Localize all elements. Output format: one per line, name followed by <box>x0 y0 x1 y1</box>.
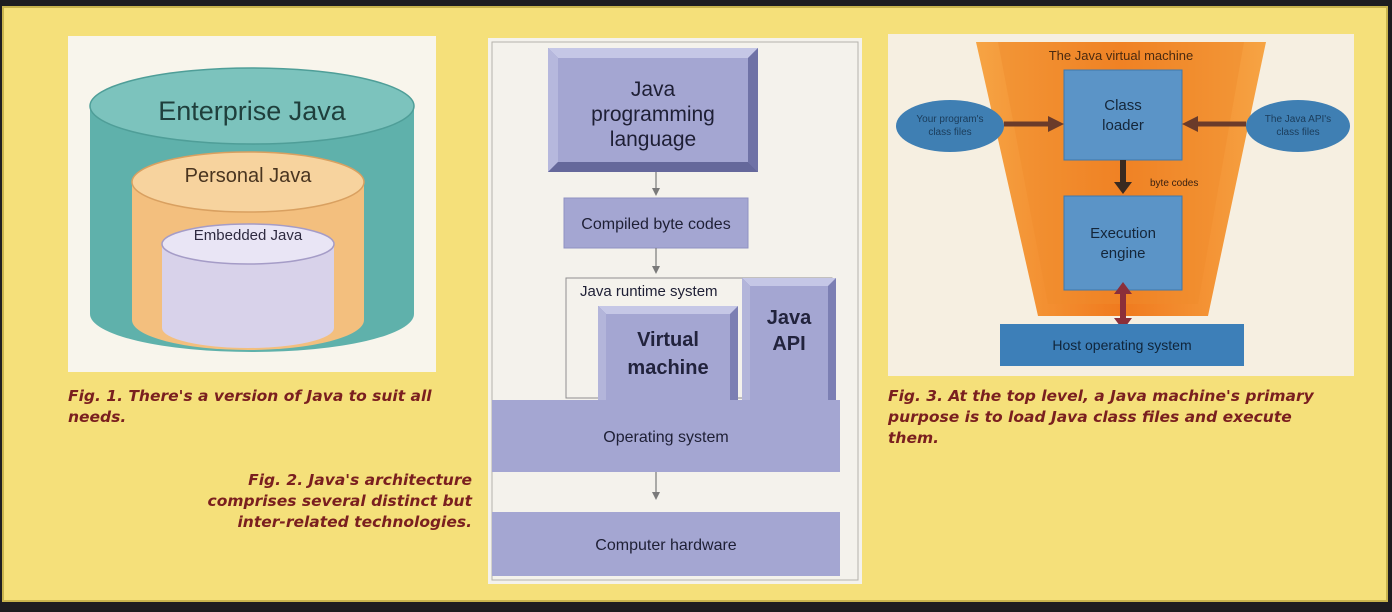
host-arrow-up <box>1114 282 1132 294</box>
jvm-title: The Java virtual machine <box>1049 48 1194 63</box>
class-loader-line-1: Class <box>1104 97 1142 114</box>
language-line-2: programming <box>591 103 715 126</box>
left-oval <box>896 100 1004 152</box>
fig3-jvm-diagram: The Java virtual machine Class loader Yo… <box>888 34 1354 376</box>
figure-panel: Enterprise Java Personal Java Embedded J… <box>2 6 1388 602</box>
os-box <box>492 400 840 472</box>
arrow-3-head <box>652 492 660 500</box>
middle-cylinder-top <box>131 151 365 213</box>
language-line-3: language <box>610 128 696 151</box>
right-oval-line-1: The Java API's <box>1265 114 1331 125</box>
fig3-caption: Fig. 3. At the top level, a Java machine… <box>888 387 1314 447</box>
fig1-svg: Enterprise Java Personal Java Embedded J… <box>89 67 415 352</box>
vm-line-2: machine <box>627 357 708 379</box>
bytecodes-label: Compiled byte codes <box>581 216 730 233</box>
host-os-label: Host operating system <box>1052 337 1191 353</box>
fig3-svg: The Java virtual machine Class loader Yo… <box>896 42 1350 366</box>
engine-line-1: Execution <box>1090 225 1156 242</box>
left-oval-line-2: class files <box>928 127 971 138</box>
inner-label: Embedded Java <box>194 227 303 244</box>
left-arrow-head <box>1048 116 1064 132</box>
fig2-frame <box>491 41 859 581</box>
os-label: Operating system <box>603 429 728 446</box>
execution-engine-box <box>1063 195 1183 291</box>
inner-cylinder-body <box>162 244 334 348</box>
java-language-box: Java programming language <box>548 48 758 172</box>
fig1-caption: Fig. 1. There's a version of Java to sui… <box>68 387 432 426</box>
hardware-label: Computer hardware <box>595 537 737 554</box>
outer-label: Enterprise Java <box>158 96 347 126</box>
right-oval-line-2: class files <box>1276 127 1319 138</box>
host-os-box <box>1000 324 1244 366</box>
outer-cylinder-top <box>89 67 415 145</box>
left-oval-line-1: Your program's <box>916 114 983 125</box>
hardware-box <box>492 512 840 576</box>
virtual-machine-box: Virtual machine <box>598 306 738 400</box>
class-loader-box <box>1063 69 1183 161</box>
java-api-box: Java API <box>742 278 836 400</box>
fig2-caption: Fig. 2. Java's architecture comprises se… <box>207 471 473 531</box>
inner-cylinder-top <box>161 223 335 265</box>
arrow-2-head <box>652 266 660 274</box>
api-line-2: API <box>772 333 805 355</box>
fig2-svg: Java programming language Compiled byte … <box>491 41 859 581</box>
right-arrow-head <box>1182 116 1198 132</box>
engine-line-2: engine <box>1100 245 1145 262</box>
vm-line-1: Virtual <box>637 329 699 351</box>
fig1-java-editions-diagram: Enterprise Java Personal Java Embedded J… <box>68 36 436 372</box>
bytecodes-arrow-head <box>1114 182 1132 194</box>
fig2-java-architecture-diagram: Java programming language Compiled byte … <box>488 38 862 584</box>
class-loader-line-2: loader <box>1102 117 1144 134</box>
arrow-1-head <box>652 188 660 196</box>
language-line-1: Java <box>631 78 676 101</box>
bytecodes-box <box>563 197 749 249</box>
right-oval <box>1246 100 1350 152</box>
middle-label: Personal Java <box>185 165 313 187</box>
runtime-label: Java runtime system <box>580 283 718 300</box>
api-line-1: Java <box>767 307 812 329</box>
bytecodes-label: byte codes <box>1150 178 1198 189</box>
